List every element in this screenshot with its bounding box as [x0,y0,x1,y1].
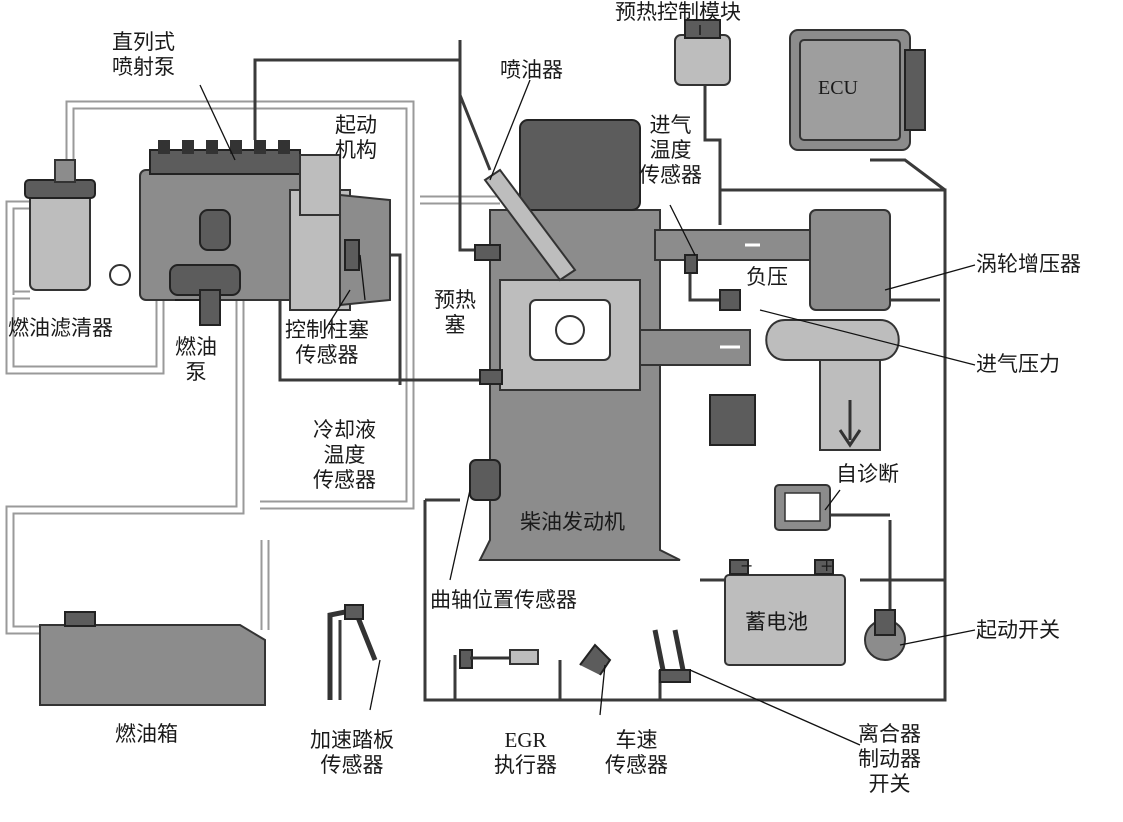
accelerator-pedal-sensor [327,604,378,700]
intake-pipe [639,229,816,366]
battery-minus-sign: − [740,556,754,575]
ecu-unit [789,29,926,151]
label-fuel-filter: 燃油滤清器 [8,316,113,340]
diesel-engine [469,119,681,561]
label-crank-position-sensor: 曲轴位置传感器 [430,588,577,612]
start-switch [864,609,906,661]
label-turbocharger: 涡轮增压器 [976,252,1081,276]
battery-plus-sign: + [820,556,834,575]
label-clutch-brake-switch: 离合器制动器开关 [858,722,921,796]
vehicle-speed-sensor [579,643,612,676]
label-fuel-pump: 燃油泵 [175,335,217,384]
fuel-tank [39,611,266,706]
clutch-brake-switch [652,629,691,683]
label-self-diagnosis: 自诊断 [836,462,899,486]
label-accelerator-sensor: 加速踏板传感器 [310,728,394,777]
egr-actuator [459,649,539,669]
label-start-switch: 起动开关 [976,618,1060,642]
label-preheat-module: 预热控制模块 [615,0,741,24]
self-diagnosis-unit [774,484,831,531]
label-battery: 蓄电池 [745,610,808,634]
label-glow-plug: 预热塞 [434,288,476,337]
label-diesel-engine: 柴油发动机 [520,510,625,534]
label-fuel-tank: 燃油箱 [115,722,178,746]
label-starter: 起动机构 [335,113,377,162]
fuel-filter [24,159,96,291]
fuel-pump [109,264,241,326]
label-inline-pump: 直列式喷射泵 [112,30,175,79]
battery [724,559,846,666]
label-speed-sensor: 车速传感器 [605,728,668,777]
turbocharger [709,209,900,451]
label-negative-pressure: 负压 [746,265,788,289]
preheat-control-module [674,19,731,86]
label-coolant-temp-sensor: 冷却液温度传感器 [313,418,376,492]
label-intake-temp-sensor: 进气温度传感器 [639,113,702,187]
leader-lines [175,25,976,746]
label-injector: 喷油器 [500,58,563,82]
label-intake-pressure: 进气压力 [976,352,1060,376]
label-control-plunger-sensor: 控制柱塞传感器 [285,318,369,367]
injector [483,168,577,282]
starter-mechanism [299,154,341,216]
glow-plug [474,244,503,385]
label-ecu: ECU [818,77,858,99]
